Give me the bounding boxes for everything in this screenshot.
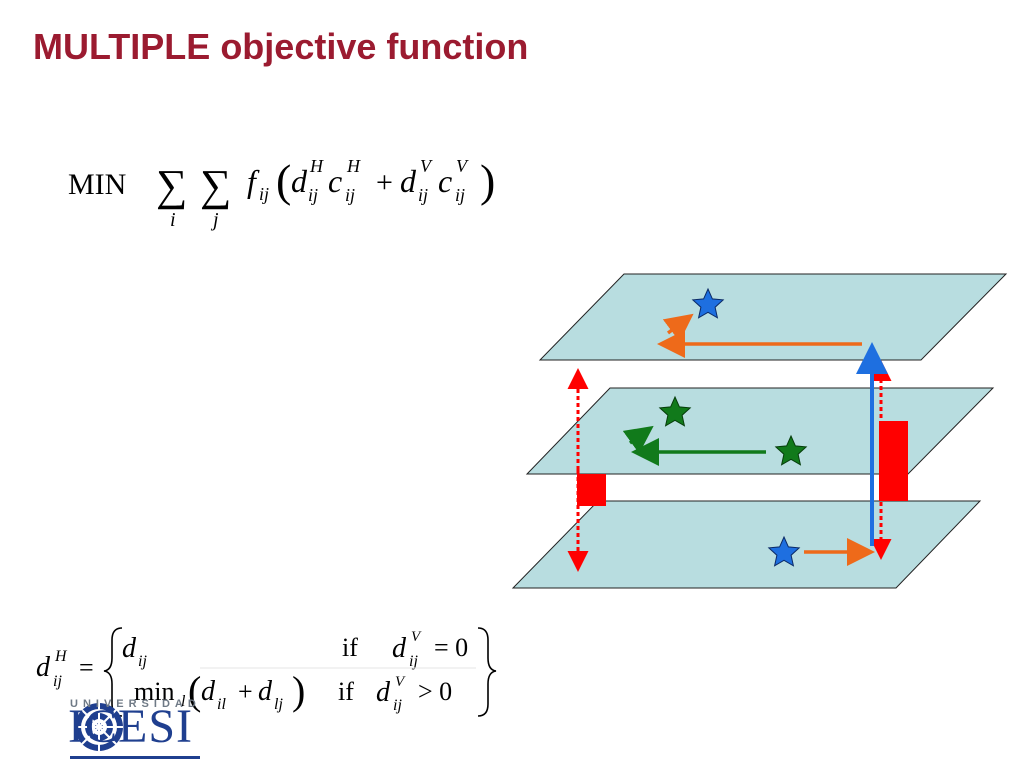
green-star-middle-left — [658, 395, 692, 427]
case2-cond-d: d — [376, 677, 391, 708]
case2-min-sub: l — [181, 693, 186, 710]
d-v-sub: ij — [418, 185, 428, 205]
def-lhs-sup: H — [54, 648, 68, 665]
sum-sign-i: ∑ — [156, 161, 187, 210]
case2-d1-sub: il — [217, 696, 226, 713]
c-h-symbol: c — [328, 163, 342, 199]
def-equals: = — [79, 653, 94, 682]
top-orange-diagonal-arrow — [662, 313, 694, 342]
case2-close-paren: ) — [292, 668, 305, 713]
sum-index-i: i — [170, 209, 176, 231]
case2-cond-sub: ij — [393, 697, 402, 714]
case1-value: d — [122, 633, 137, 664]
sum-sign-j: ∑ — [200, 161, 231, 210]
plus-sign: + — [376, 166, 393, 199]
case1-if: if — [342, 633, 358, 662]
c-h-sup: H — [346, 156, 361, 176]
d-h-sub: ij — [308, 185, 318, 205]
c-v-sub: ij — [455, 185, 465, 205]
case2-d2: d — [258, 676, 273, 707]
c-v-symbol: c — [438, 163, 452, 199]
top-plane — [538, 273, 1008, 361]
case1-value-sub: ij — [138, 653, 147, 670]
case1-cond-sup: V — [411, 629, 422, 645]
middle-plane — [525, 387, 995, 475]
def-lhs-sub: ij — [53, 673, 62, 690]
middle-green-diagonal-arrow — [622, 425, 654, 454]
case2-min: min — [134, 677, 174, 706]
d-v-sup: V — [420, 156, 433, 176]
case2-plus: + — [238, 677, 253, 706]
logo-name: ICESI — [68, 700, 193, 753]
case2-cond-op: > 0 — [418, 677, 452, 706]
close-paren: ) — [480, 155, 495, 206]
d-h-symbol: d — [291, 163, 308, 199]
f-subscript: ij — [259, 184, 269, 204]
case1-cond-op: = 0 — [434, 633, 468, 662]
slide-title: MULTIPLE objective function — [33, 26, 529, 67]
d-h-sup: H — [309, 156, 324, 176]
case2-d1: d — [201, 676, 216, 707]
d-v-symbol: d — [400, 163, 417, 199]
case2-if: if — [338, 677, 354, 706]
case1-cond-sub: ij — [409, 653, 418, 670]
case1-cond-d: d — [392, 633, 407, 664]
case2-d2-sub: lj — [274, 696, 283, 713]
piecewise-definition: d H ij = d ij if d V ij = 0 min l ( d il… — [36, 627, 497, 717]
case2-open-paren: ( — [188, 668, 201, 713]
def-lhs-d: d — [36, 652, 51, 683]
blue-star-top — [691, 287, 725, 319]
sum-index-j: j — [210, 209, 219, 231]
blue-star-bottom — [767, 535, 801, 567]
green-star-middle-right — [774, 434, 808, 466]
right-brace — [477, 627, 497, 717]
case2-cond-sup: V — [395, 674, 406, 690]
logo-underline — [70, 756, 200, 759]
c-h-sub: ij — [345, 185, 355, 205]
min-label: MIN — [68, 168, 126, 201]
open-paren: ( — [276, 155, 291, 206]
icesi-logo-emblem — [75, 703, 123, 751]
c-v-sup: V — [456, 156, 469, 176]
bottom-plane — [511, 500, 982, 589]
logo-subtitle: UNIVERSIDAD — [70, 698, 201, 710]
